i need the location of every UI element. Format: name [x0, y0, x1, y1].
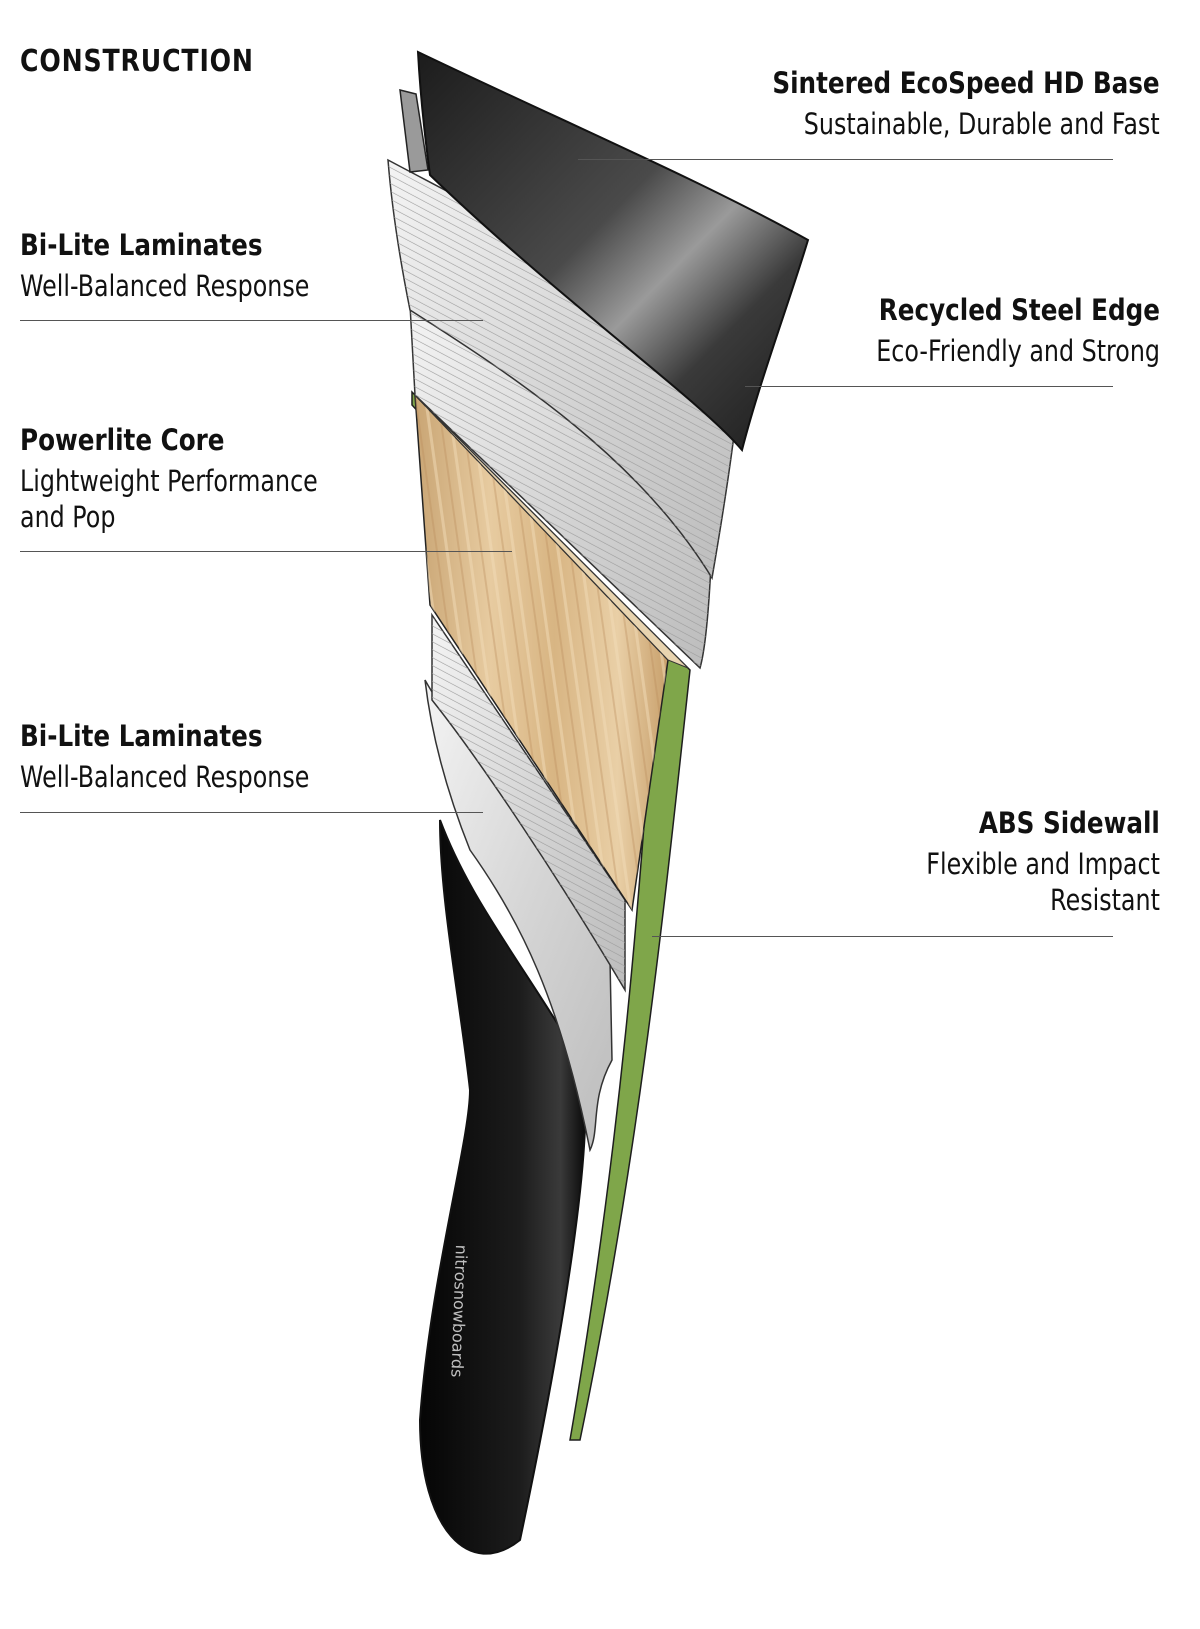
callout-core: Powerlite Core Lightweight Performance a… [20, 421, 383, 535]
callout-description: Sustainable, Durable and Fast [804, 107, 1160, 141]
leader-line-laminate-bottom [20, 812, 483, 813]
callout-edge: Recycled Steel Edge Eco-Friendly and Str… [814, 291, 1160, 369]
callout-title: Recycled Steel Edge [878, 293, 1160, 327]
callout-title: ABS Sidewall [978, 806, 1160, 840]
callout-description: Eco-Friendly and Strong [876, 334, 1160, 368]
leader-line-sidewall [652, 936, 1113, 937]
sidewall-layer [411, 390, 691, 1441]
base-layer [416, 50, 810, 453]
steel-edge-layer [399, 89, 429, 173]
leader-line-edge [745, 386, 1113, 387]
callout-base: Sintered EcoSpeed HD Base Sustainable, D… [704, 64, 1160, 142]
callout-sidewall: ABS Sidewall Flexible and Impact Resista… [875, 804, 1160, 918]
callout-title: Bi-Lite Laminates [20, 228, 263, 262]
callout-laminate-top: Bi-Lite Laminates Well-Balanced Response [20, 226, 373, 304]
callout-description: Well-Balanced Response [20, 269, 310, 303]
callout-title: Powerlite Core [20, 423, 225, 457]
callout-description: Lightweight Performance and Pop [20, 464, 318, 534]
section-title: CONSTRUCTION [20, 44, 254, 79]
leader-line-laminate-top [20, 320, 483, 321]
callout-title: Sintered EcoSpeed HD Base [772, 66, 1160, 100]
leader-line-base [578, 159, 1113, 160]
callout-description: Flexible and Impact Resistant [926, 847, 1160, 917]
leader-line-core [20, 551, 512, 552]
callout-laminate-bottom: Bi-Lite Laminates Well-Balanced Response [20, 717, 373, 795]
callout-title: Bi-Lite Laminates [20, 719, 263, 753]
callout-description: Well-Balanced Response [20, 760, 310, 794]
